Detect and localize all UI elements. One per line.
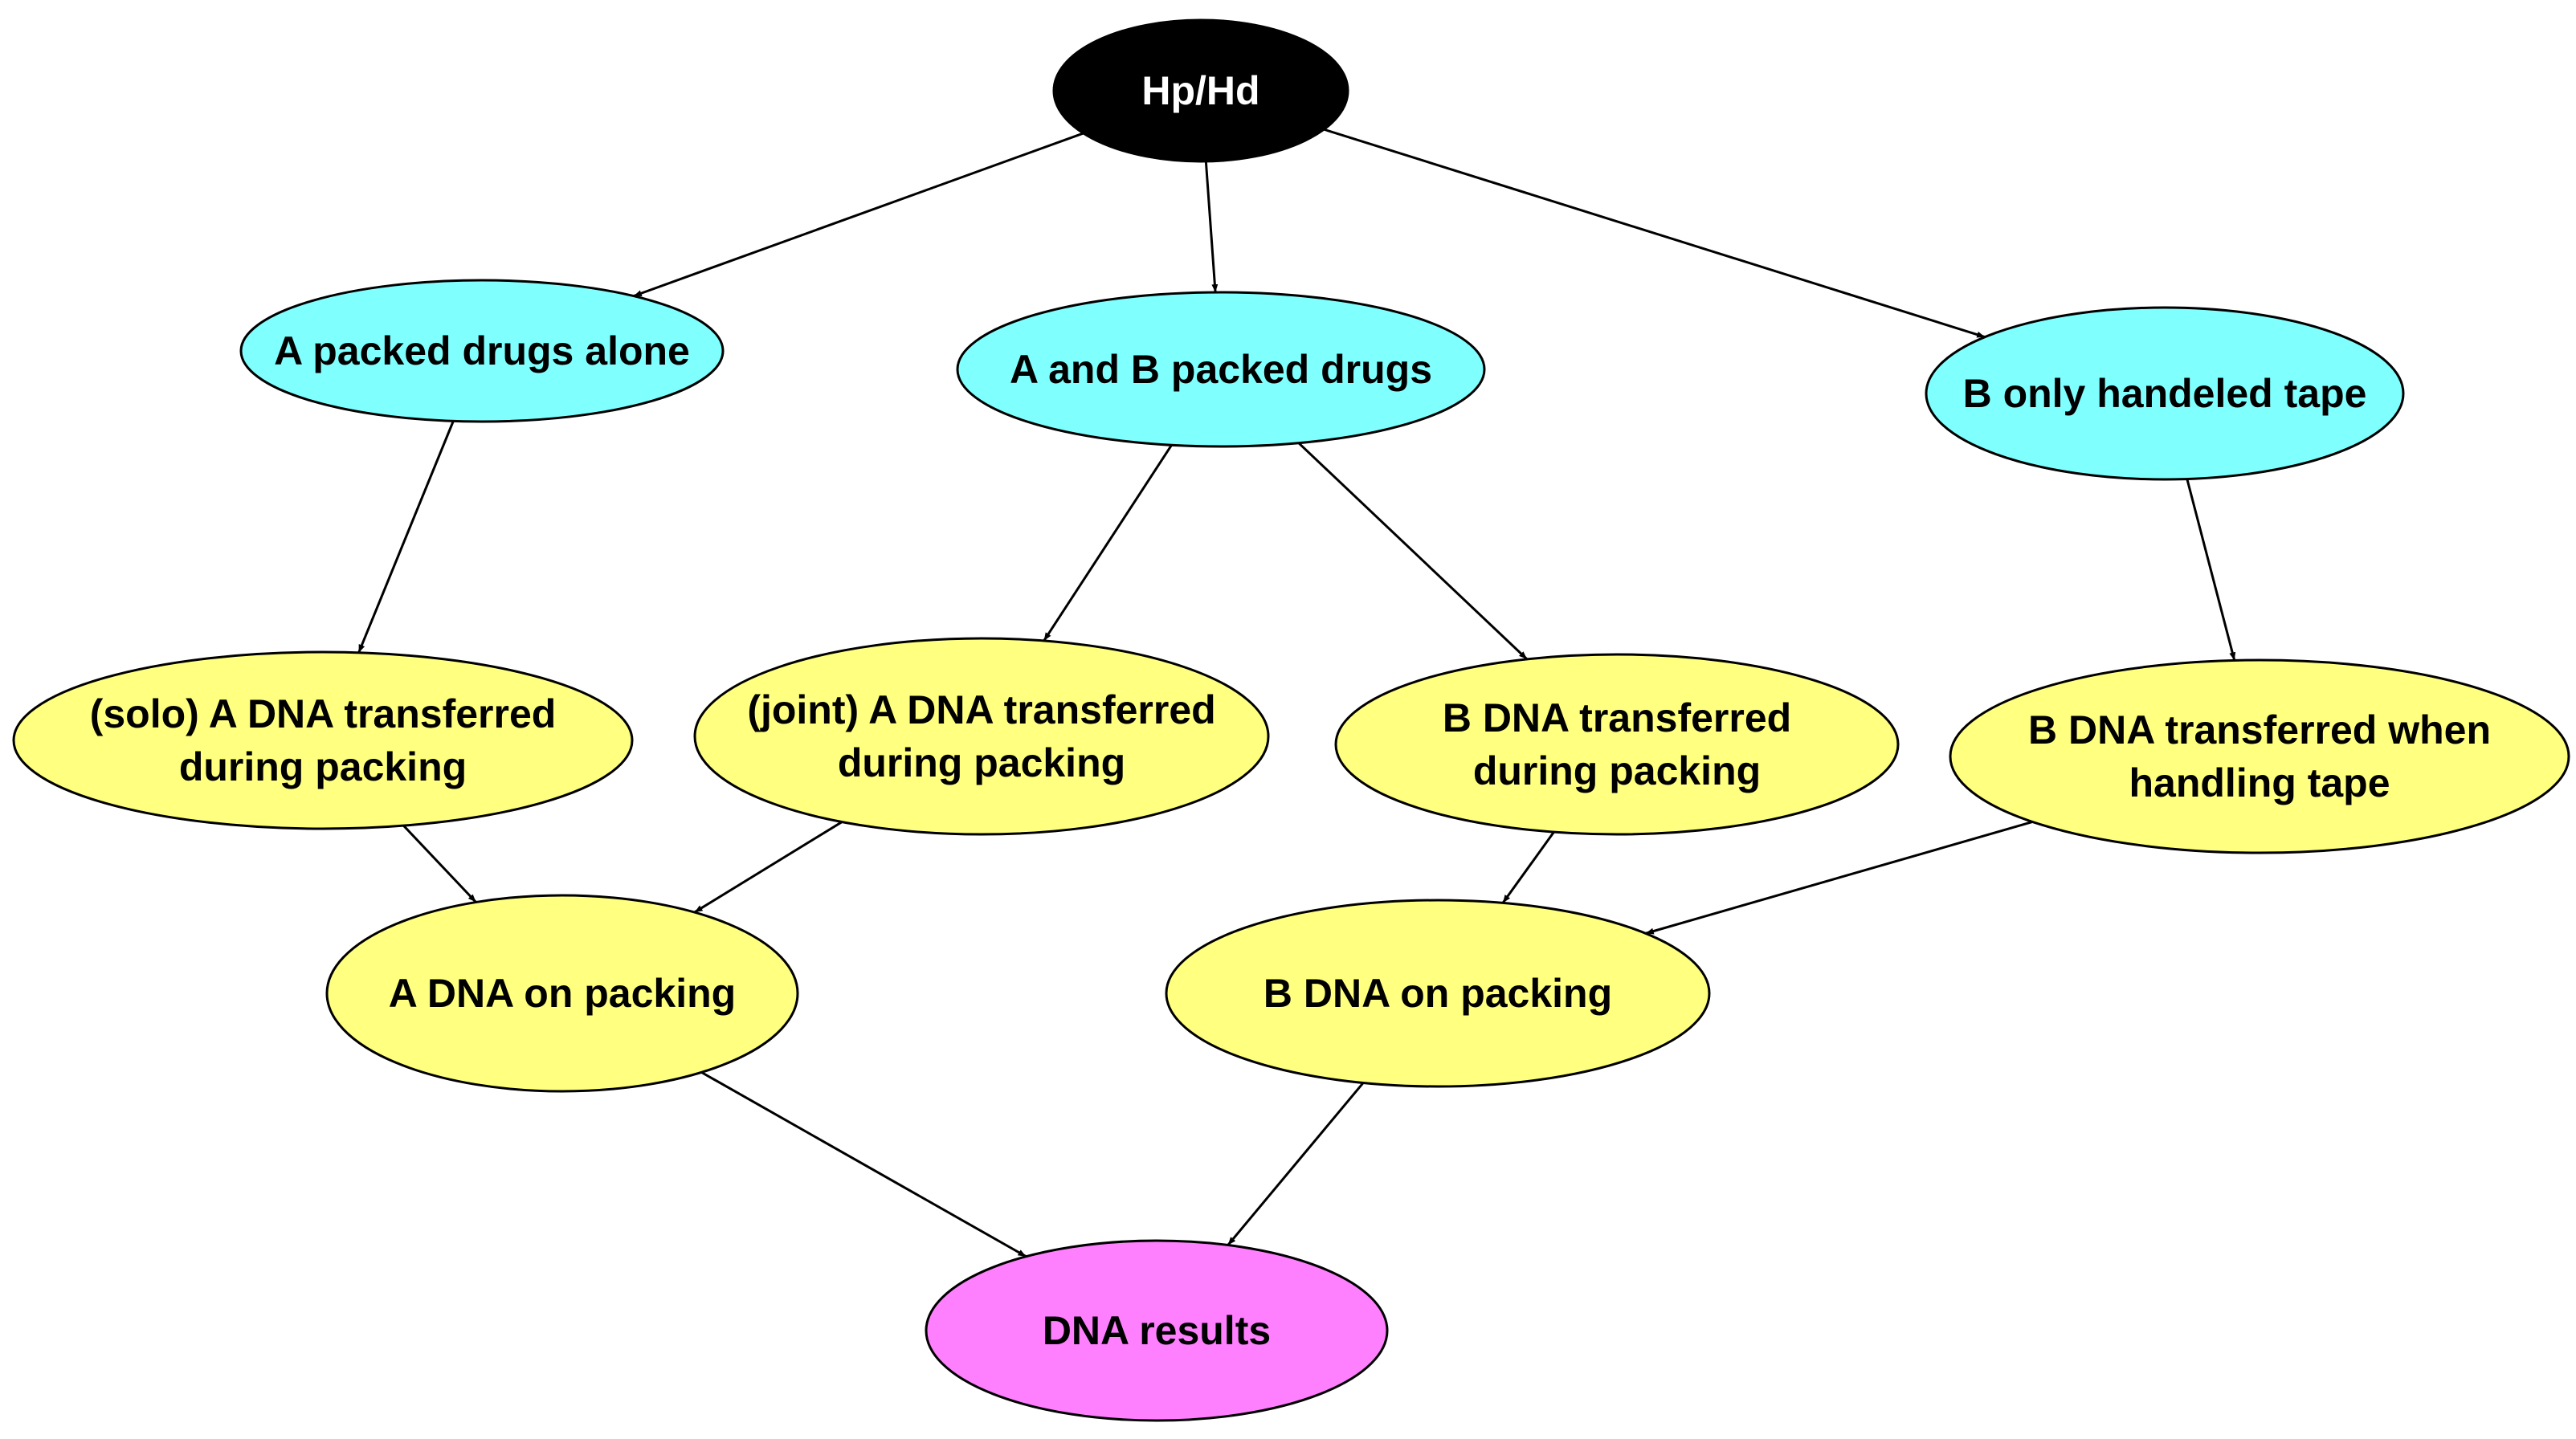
node-label-dna-results: DNA results [1043, 1308, 1271, 1353]
node-ellipse-a-dna-on-packing [325, 894, 799, 1093]
node-a-packed-drugs-alone: A packed drugs alone [239, 279, 725, 423]
edge-hp-hd-to-a-and-b-packed-drugs [1204, 161, 1219, 293]
node-label-b-dna-transferred-packing: during packing [1473, 748, 1761, 793]
node-ellipse-b-only-handeled-tape [1925, 306, 2405, 481]
edge-a-and-b-packed-drugs-to-b-dna-transferred-packing [1297, 442, 1529, 660]
node-ellipse-b-dna-transferred-packing [1334, 653, 1900, 836]
node-label-hp-hd: Hp/Hd [1141, 68, 1259, 113]
node-ellipse-joint-a-dna-transferred [693, 637, 1270, 836]
edge-a-and-b-packed-drugs-to-joint-a-dna-transferred [1043, 444, 1173, 642]
node-b-dna-transferred-tape: B DNA transferred when handling tape [1949, 658, 2570, 854]
node-ellipse-b-dna-on-packing [1165, 899, 1711, 1088]
edge-b-dna-transferred-packing-to-b-dna-on-packing [1501, 831, 1555, 904]
edge-a-packed-drugs-alone-to-solo-a-dna-transferred [357, 420, 455, 654]
node-hp-hd: Hp/Hd [1052, 18, 1349, 163]
node-label-solo-a-dna-transferred: (solo) A DNA transferred [90, 691, 557, 736]
node-b-dna-on-packing: B DNA on packing [1165, 899, 1711, 1088]
edge-hp-hd-to-a-packed-drugs-alone [633, 132, 1084, 298]
node-label-solo-a-dna-transferred: during packing [179, 744, 467, 789]
node-label-b-dna-transferred-packing: B DNA transferred [1443, 695, 1791, 740]
node-layer: Hp/Hd A packed drugs alone A and B packed … [12, 18, 2570, 1422]
node-label-b-dna-on-packing: B DNA on packing [1264, 971, 1612, 1016]
node-ellipse-b-dna-transferred-tape [1949, 658, 2570, 854]
edge-b-dna-on-packing-to-dna-results [1227, 1082, 1365, 1246]
edge-hp-hd-to-b-only-handeled-tape [1323, 128, 1986, 339]
node-joint-a-dna-transferred: (joint) A DNA transferred during packing [693, 637, 1270, 836]
node-ellipse-a-and-b-packed-drugs [956, 291, 1486, 448]
node-label-joint-a-dna-transferred: during packing [838, 740, 1125, 785]
node-dna-results: DNA results [925, 1239, 1389, 1422]
edge-layer [357, 128, 2236, 1258]
node-b-dna-transferred-packing: B DNA transferred during packing [1334, 653, 1900, 836]
node-b-only-handeled-tape: B only handeled tape [1925, 306, 2405, 481]
edge-b-only-handeled-tape-to-b-dna-transferred-tape [2186, 479, 2236, 661]
edge-a-dna-on-packing-to-dna-results [700, 1071, 1027, 1258]
node-ellipse-solo-a-dna-transferred [12, 650, 634, 830]
edge-joint-a-dna-transferred-to-a-dna-on-packing [693, 821, 843, 914]
node-a-dna-on-packing: A DNA on packing [325, 894, 799, 1093]
node-a-and-b-packed-drugs: A and B packed drugs [956, 291, 1486, 448]
node-label-a-packed-drugs-alone: A packed drugs alone [274, 328, 690, 373]
node-solo-a-dna-transferred: (solo) A DNA transferred during packing [12, 650, 634, 830]
node-label-joint-a-dna-transferred: (joint) A DNA transferred [747, 687, 1215, 732]
node-label-b-dna-transferred-tape: B DNA transferred when [2028, 707, 2491, 752]
node-label-a-dna-on-packing: A DNA on packing [389, 971, 736, 1016]
node-ellipse-hp-hd [1052, 18, 1349, 163]
node-label-a-and-b-packed-drugs: A and B packed drugs [1010, 347, 1432, 392]
node-ellipse-dna-results [925, 1239, 1389, 1422]
node-ellipse-a-packed-drugs-alone [239, 279, 725, 423]
edge-solo-a-dna-transferred-to-a-dna-on-packing [402, 825, 477, 903]
edge-b-dna-transferred-tape-to-b-dna-on-packing [1645, 821, 2033, 935]
node-label-b-only-handeled-tape: B only handeled tape [1963, 371, 2367, 416]
node-label-b-dna-transferred-tape: handling tape [2129, 760, 2390, 805]
